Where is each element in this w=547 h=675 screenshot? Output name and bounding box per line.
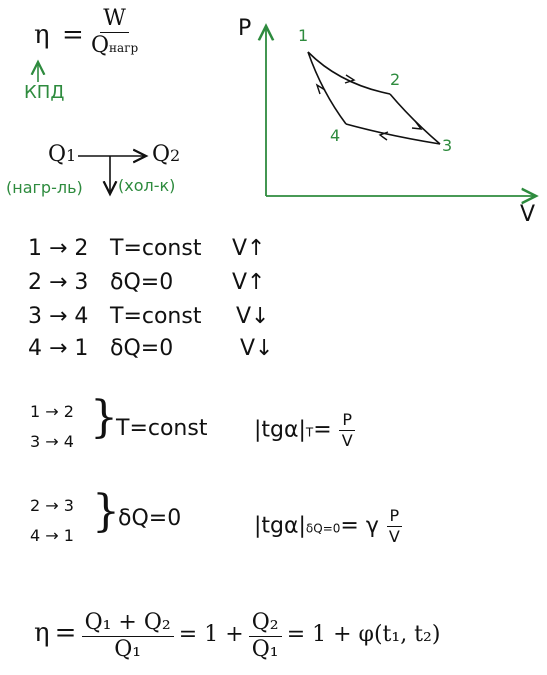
process-step: 1 → 2 — [28, 236, 89, 261]
isotherm-step-1: 1 → 2 — [30, 402, 74, 421]
point-3-label: 3 — [442, 136, 453, 155]
adiabat-2-3 — [389, 93, 441, 145]
process-step: 4 → 1 — [28, 336, 89, 361]
final-denominator: Q₁ — [114, 637, 142, 662]
cycle-arrow-icon — [378, 131, 389, 141]
heater-label: (нагр-ль) — [6, 178, 83, 197]
process-condition: T=const — [110, 304, 202, 329]
isotherm-step-2: 3 → 4 — [30, 432, 74, 451]
adiabat-brace: } — [92, 486, 120, 537]
equals-sign: = — [62, 20, 84, 50]
cycle-arrow-icon — [411, 120, 423, 130]
efficiency-denominator: Q — [91, 33, 110, 58]
kpd-label: КПД — [24, 82, 65, 103]
process-volume: V↑ — [232, 236, 266, 261]
process-volume: V↓ — [240, 336, 274, 361]
process-step: 2 → 3 — [28, 270, 89, 295]
final-numerator: Q₁ + Q₂ — [81, 612, 174, 637]
cooler-label: (хол-к) — [118, 176, 176, 195]
isotherm-1-2 — [307, 51, 391, 95]
isotherm-3-4 — [345, 123, 441, 145]
adiabat-4-1 — [307, 51, 347, 125]
adiabat-step-1: 2 → 3 — [30, 496, 74, 515]
process-condition: δQ=0 — [110, 336, 174, 361]
cycle-arrow-icon — [344, 74, 356, 84]
efficiency-denominator-sub: нагр — [109, 41, 139, 55]
efficiency-numerator: W — [100, 8, 129, 33]
eta-symbol: η — [34, 20, 50, 50]
p-axis-label: P — [238, 16, 252, 41]
final-numerator-2: Q₂ — [248, 612, 282, 637]
isotherm-brace: } — [90, 392, 118, 443]
process-step: 3 → 4 — [28, 304, 89, 329]
point-2-label: 2 — [390, 70, 401, 89]
process-volume: V↑ — [232, 270, 266, 295]
efficiency-fraction: W Qнагр — [88, 8, 141, 57]
adiabat-step-2: 4 → 1 — [30, 526, 74, 545]
adiabat-condition: δQ=0 — [118, 506, 182, 531]
q1-symbol: Q1 — [48, 142, 77, 167]
isotherm-condition: T=const — [116, 416, 208, 441]
final-tail: = 1 + φ(t₁, t₂) — [286, 622, 441, 647]
final-eta: η — [34, 618, 50, 648]
final-denominator-2: Q₁ — [251, 637, 279, 662]
v-axis-label: V — [520, 202, 536, 227]
process-volume: V↓ — [236, 304, 270, 329]
cycle-arrow-icon — [315, 83, 326, 95]
point-1-label: 1 — [298, 26, 309, 45]
process-condition: δQ=0 — [110, 270, 174, 295]
point-4-label: 4 — [330, 126, 341, 145]
q2-symbol: Q2 — [152, 142, 181, 167]
process-condition: T=const — [110, 236, 202, 261]
